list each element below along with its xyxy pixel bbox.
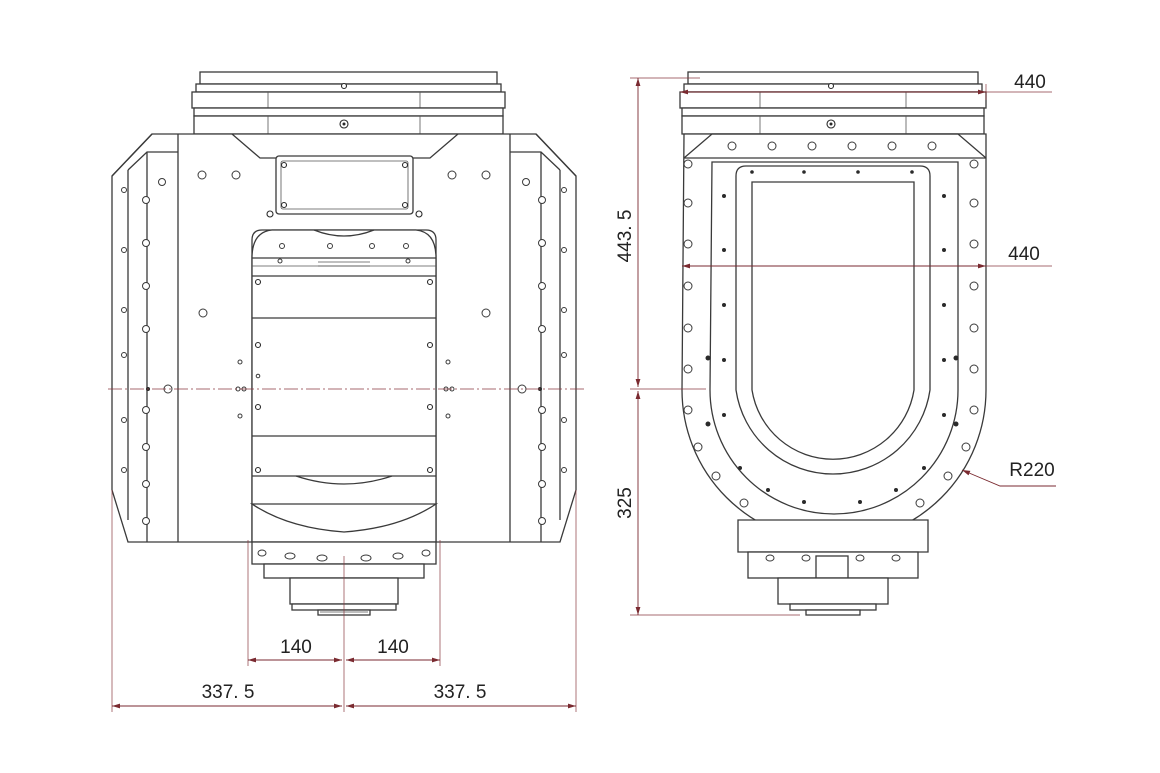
front-top-plate (191, 71, 506, 135)
front-view (111, 71, 577, 616)
dim-337-5-right: 337. 5 (434, 682, 487, 703)
dim-337-5-left: 337. 5 (202, 682, 255, 703)
dim-440-top: 440 (1014, 72, 1046, 93)
side-bottom-motor (737, 519, 929, 616)
side-u-yoke (681, 133, 987, 543)
dim-440-body: 440 (1008, 244, 1040, 265)
dimension-lines (111, 77, 1056, 712)
dim-r220: R220 (1009, 460, 1054, 481)
side-view (679, 71, 987, 616)
side-top-plate (679, 71, 987, 135)
front-yoke-body (111, 133, 577, 543)
dimension-labels: 140 140 337. 5 337. 5 440 440 R220 443. … (202, 72, 1055, 703)
dim-325: 325 (615, 487, 636, 519)
dim-140-left: 140 (280, 637, 312, 658)
dim-140-right: 140 (377, 637, 409, 658)
front-side-holes (121, 178, 567, 525)
dim-443-5: 443. 5 (615, 210, 636, 263)
